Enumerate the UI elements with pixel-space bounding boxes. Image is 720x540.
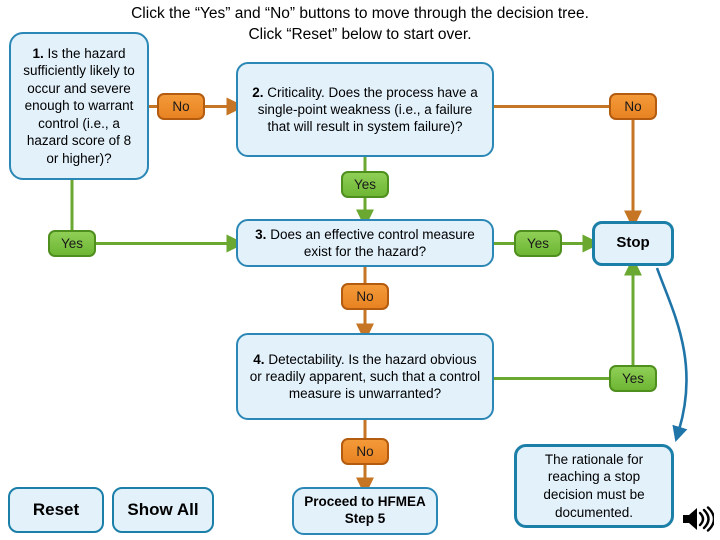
question-4-number: 4. (253, 352, 265, 367)
branch-button-yes-1[interactable]: Yes (48, 230, 96, 257)
branch-label: Yes (526, 236, 550, 251)
instructions: Click the “Yes” and “No” buttons to move… (60, 4, 660, 46)
branch-label: No (172, 99, 190, 114)
question-box-4: 4. Detectability. Is the hazard obvious … (236, 333, 494, 420)
show-all-button[interactable]: Show All (112, 487, 214, 533)
stop-node: Stop (592, 221, 674, 266)
instruction-line-2: Click “Reset” below to start over. (248, 25, 472, 43)
question-3-text: Does an effective control measure exist … (266, 227, 475, 259)
question-box-2: 2. Criticality. Does the process have a … (236, 62, 494, 157)
rationale-callout: The rationale for reaching a stop decisi… (514, 444, 674, 528)
instruction-line-1: Click the “Yes” and “No” buttons to move… (131, 5, 589, 22)
branch-button-no-4[interactable]: No (341, 438, 389, 465)
question-box-3: 3. Does an effective control measure exi… (236, 219, 494, 267)
branch-button-yes-4[interactable]: Yes (609, 365, 657, 392)
branch-label: No (356, 444, 374, 459)
question-2-number: 2. (252, 85, 264, 100)
branch-label: No (356, 289, 374, 304)
reset-button-label: Reset (32, 500, 80, 519)
question-1-text: Is the hazard sufficiently likely to occ… (23, 45, 135, 166)
question-2-text: Criticality. Does the process have a sin… (257, 85, 478, 134)
question-4-text: Detectability. Is the hazard obvious or … (249, 352, 481, 401)
branch-button-no-3[interactable]: No (341, 283, 389, 310)
proceed-label: Proceed to HFMEA Step 5 (304, 494, 426, 526)
branch-label: Yes (353, 177, 377, 192)
stop-label: Stop (616, 234, 650, 252)
reset-button[interactable]: Reset (8, 487, 104, 533)
branch-button-no-2[interactable]: No (609, 93, 657, 120)
branch-label: No (624, 99, 642, 114)
question-3-number: 3. (255, 227, 267, 242)
branch-button-no-1[interactable]: No (157, 93, 205, 120)
show-all-button-label: Show All (127, 500, 199, 519)
branch-label: Yes (60, 236, 84, 251)
rationale-text: The rationale for reaching a stop decisi… (543, 451, 645, 520)
speaker-icon[interactable] (680, 504, 716, 534)
proceed-node: Proceed to HFMEA Step 5 (292, 487, 438, 535)
branch-label: Yes (621, 371, 645, 386)
branch-button-yes-2[interactable]: Yes (341, 171, 389, 198)
branch-button-yes-3[interactable]: Yes (514, 230, 562, 257)
question-box-1: 1. Is the hazard sufficiently likely to … (9, 32, 149, 180)
question-1-number: 1. (32, 45, 44, 61)
